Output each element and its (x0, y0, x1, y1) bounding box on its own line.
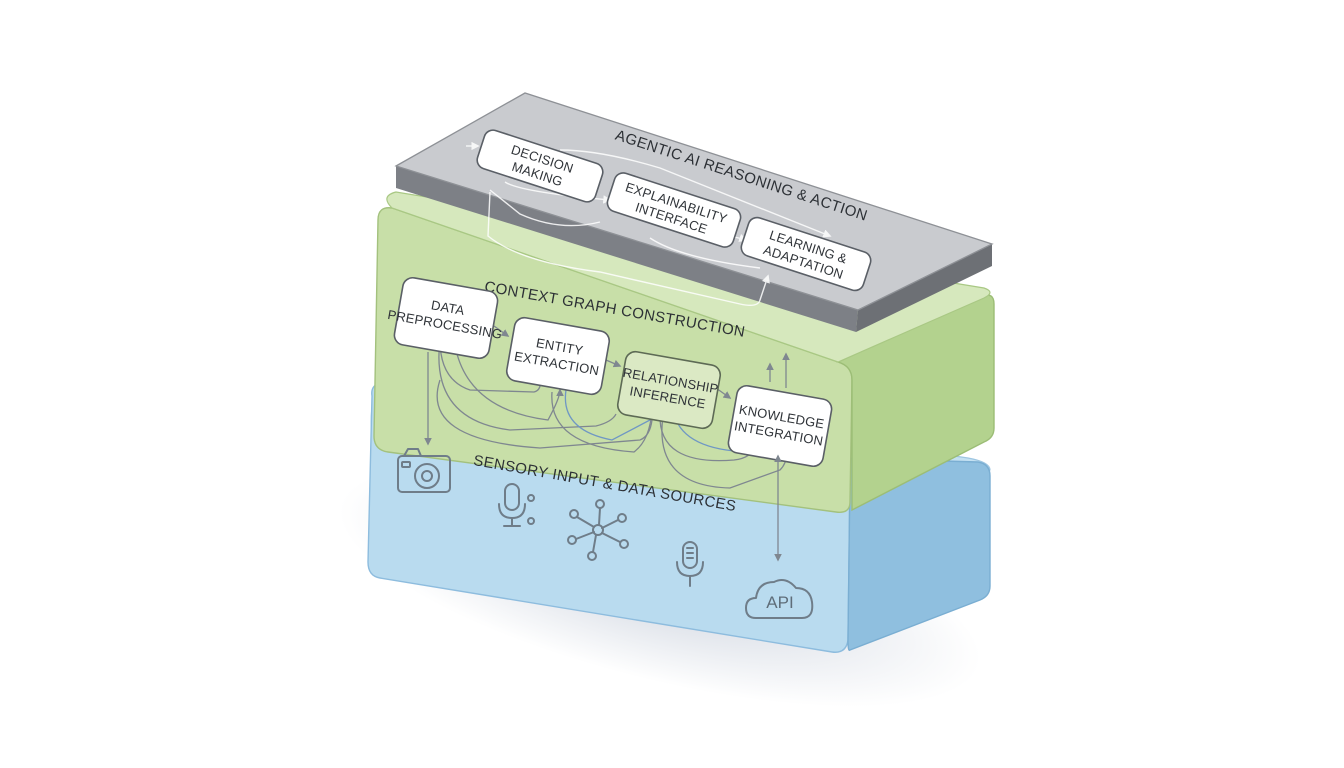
context-layer-side-face (835, 294, 995, 512)
cross-layer-connectors (424, 352, 782, 562)
reasoning-layer-side-edge (856, 244, 992, 332)
entity-extraction-box[interactable]: ENTITY EXTRACTION (505, 316, 611, 396)
data-preprocessing-line1: DATA (430, 297, 466, 318)
context-boxes: DATA PREPROCESSING ENTITY EXTRACTION REL… (383, 274, 833, 468)
reasoning-flow-lines (466, 141, 832, 307)
camera-icon (397, 448, 451, 493)
data-preprocessing-box[interactable]: DATA PREPROCESSING (383, 274, 509, 361)
api-label: API (766, 593, 793, 612)
relationship-inference-box[interactable]: RELATIONSHIP INFERENCE (616, 350, 722, 430)
knowledge-integration-box[interactable]: KNOWLEDGE INTEGRATION (727, 384, 833, 468)
microphone-icon (676, 541, 704, 587)
cloud-api-icon: API (745, 579, 814, 619)
microphone-with-dots-icon (498, 483, 535, 527)
network-graph-icon (567, 499, 629, 561)
